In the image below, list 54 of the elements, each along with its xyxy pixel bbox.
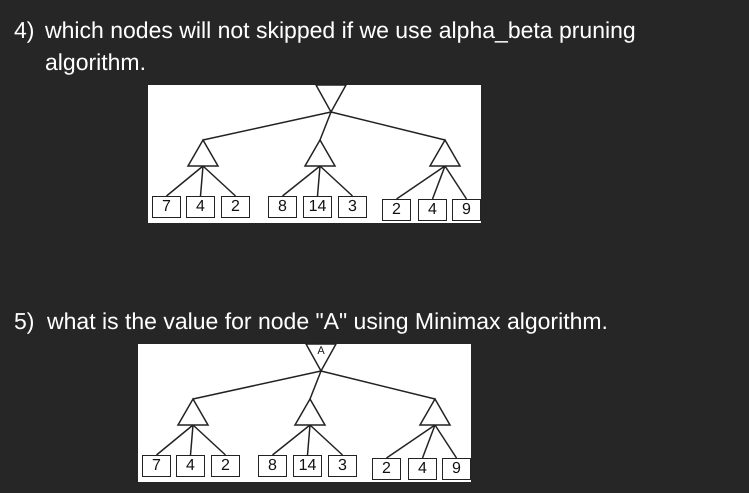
tree-edge — [422, 424, 436, 458]
leaf-value-box: 7 — [142, 455, 171, 477]
tree-edge — [330, 111, 446, 141]
max-node-triangle — [188, 140, 218, 166]
tree-edge — [192, 370, 322, 400]
tree-edge — [396, 165, 446, 200]
leaf-value-box: 4 — [418, 199, 447, 221]
question-text: what is the value for node "A" using Minimax algorithm. — [47, 307, 609, 336]
tree-edge — [190, 424, 194, 456]
max-node-triangle — [178, 399, 208, 425]
leaf-value-box: 14 — [293, 455, 322, 477]
tree-edge — [282, 165, 320, 197]
tree-edge — [200, 166, 204, 196]
leaf-value-box: 9 — [452, 199, 481, 221]
leaf-value-box: 3 — [328, 455, 357, 477]
tree-edge — [306, 424, 311, 456]
max-node-triangle — [420, 399, 450, 425]
tree-edge — [202, 165, 236, 197]
leaf-value-box: 8 — [258, 455, 287, 477]
tree-edge — [316, 166, 321, 196]
tree-edge — [386, 424, 436, 459]
min-node-triangle: A — [306, 344, 336, 371]
tree-edge — [156, 424, 194, 456]
leaf-value-box: 9 — [442, 458, 471, 480]
leaf-value-box: 2 — [372, 458, 401, 480]
tree-edge — [444, 166, 468, 200]
tree-edge — [434, 424, 458, 458]
leaf-value-box: 4 — [408, 458, 437, 480]
leaf-value-box: 8 — [268, 196, 297, 218]
tree-edge — [202, 111, 332, 141]
max-node-triangle — [305, 140, 335, 166]
tree-edge — [192, 424, 226, 456]
tree-edge — [320, 165, 353, 197]
min-node-triangle — [316, 85, 346, 112]
leaf-value-box: 7 — [152, 196, 181, 218]
leaf-value-box: 2 — [221, 196, 250, 218]
tree-edge — [319, 112, 332, 140]
question-number: 4) — [14, 16, 36, 45]
max-node-triangle — [295, 399, 325, 425]
max-node-triangle — [430, 140, 460, 166]
tree-edge — [166, 165, 204, 197]
question-number: 5) — [14, 307, 36, 336]
question-text: which nodes will not skipped if we use alpha_beta pruning algorithm. — [45, 16, 637, 77]
leaf-value-box: 4 — [186, 196, 215, 218]
tree-edge — [310, 424, 343, 456]
leaf-value-box: 3 — [338, 196, 367, 218]
leaf-value-box: 14 — [303, 196, 332, 218]
leaf-value-box: 2 — [211, 455, 240, 477]
leaf-value-box: 4 — [176, 455, 205, 477]
tree-edge — [309, 370, 322, 400]
tree-edge — [432, 166, 446, 200]
leaf-value-box: 2 — [382, 199, 411, 221]
tree-edge — [320, 370, 436, 400]
tree-edge — [272, 424, 310, 456]
